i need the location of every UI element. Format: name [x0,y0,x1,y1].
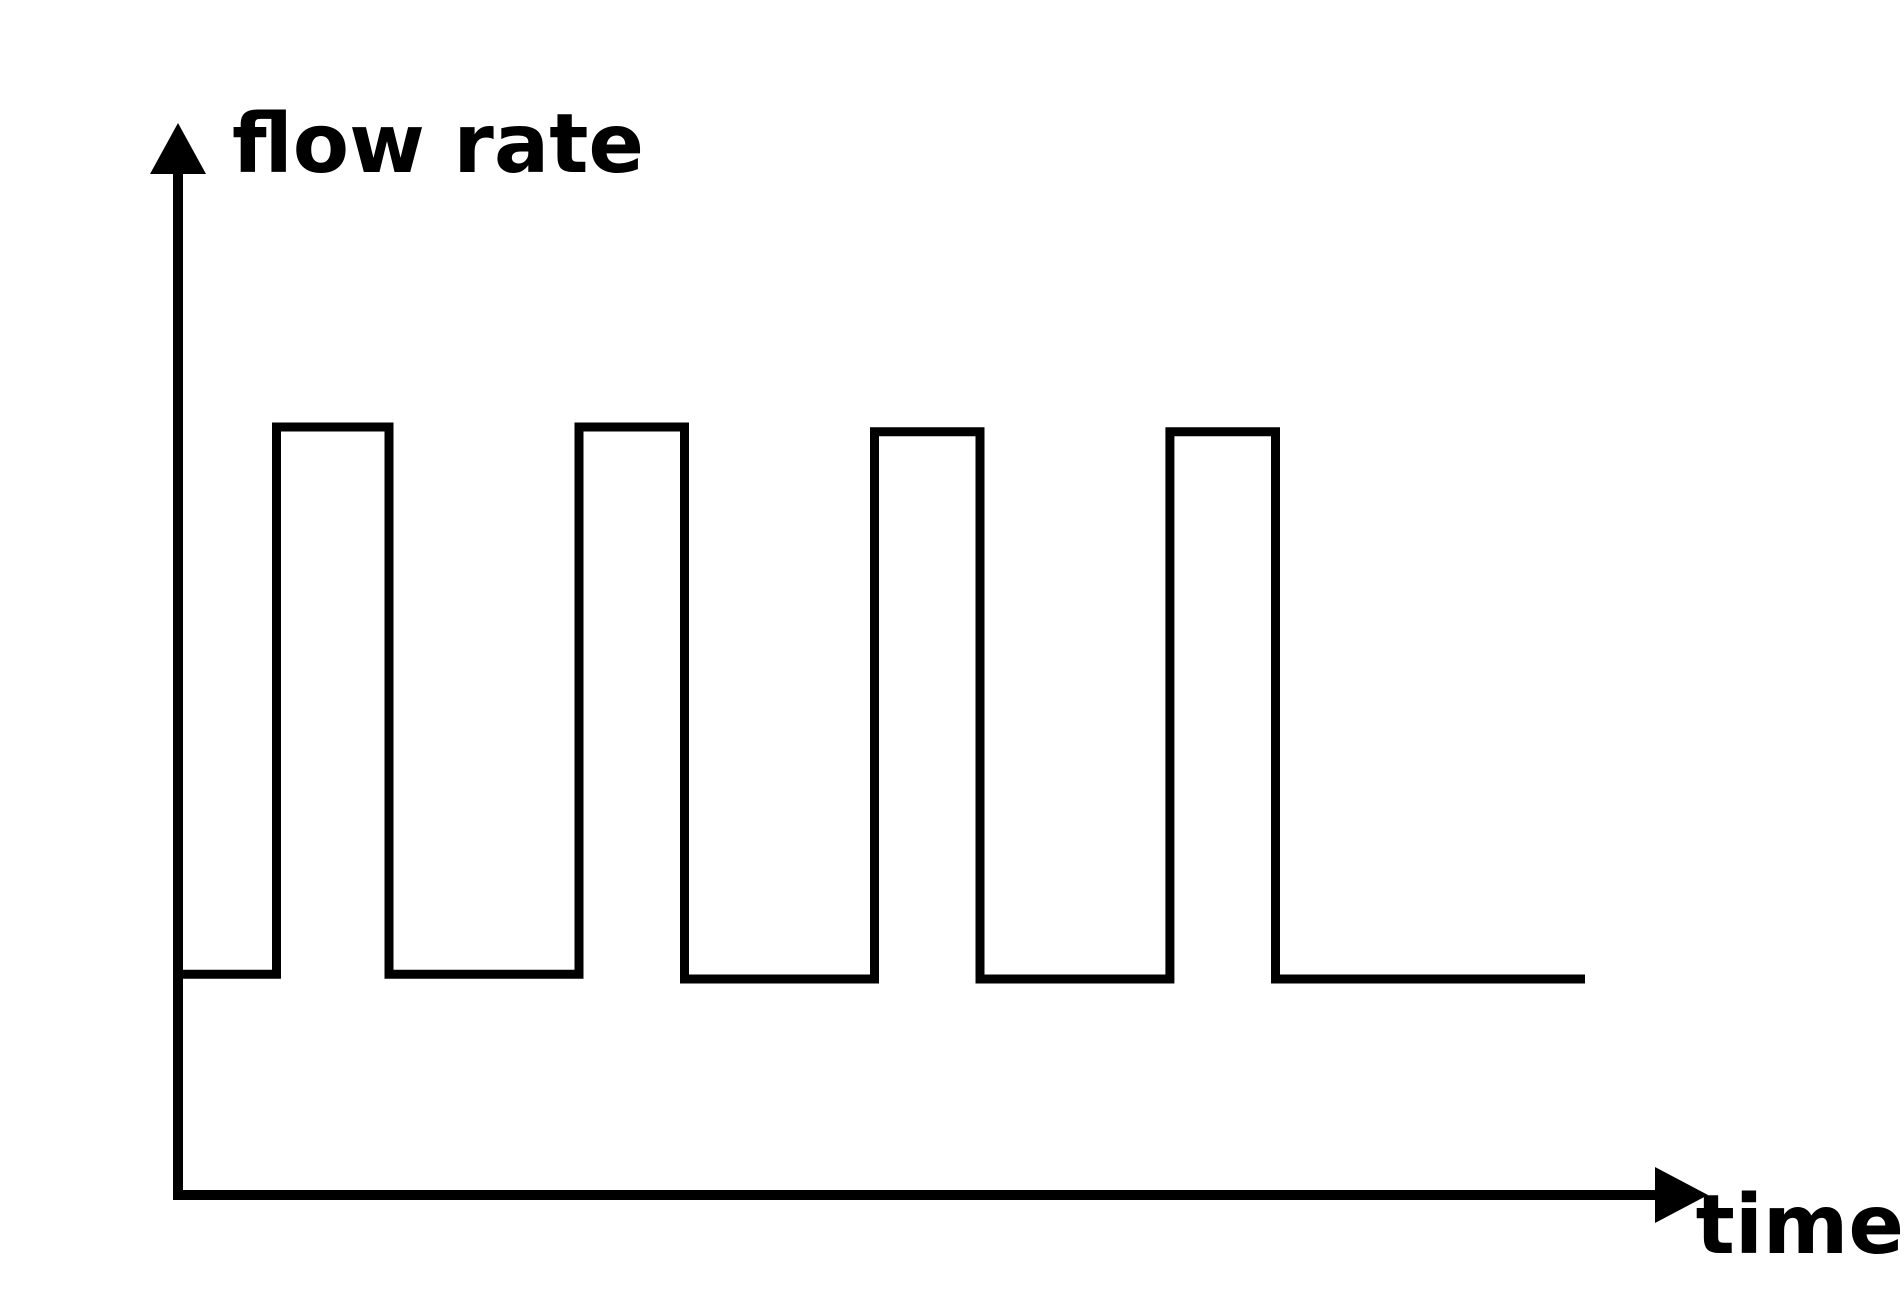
y-axis-arrowhead [150,123,206,174]
series-line-1 [178,422,1585,984]
y-axis-label: flow rate [232,97,644,192]
x-axis-label: time [1696,1178,1904,1273]
series-layer [178,422,1585,984]
x-axis-arrowhead [1655,1167,1708,1223]
